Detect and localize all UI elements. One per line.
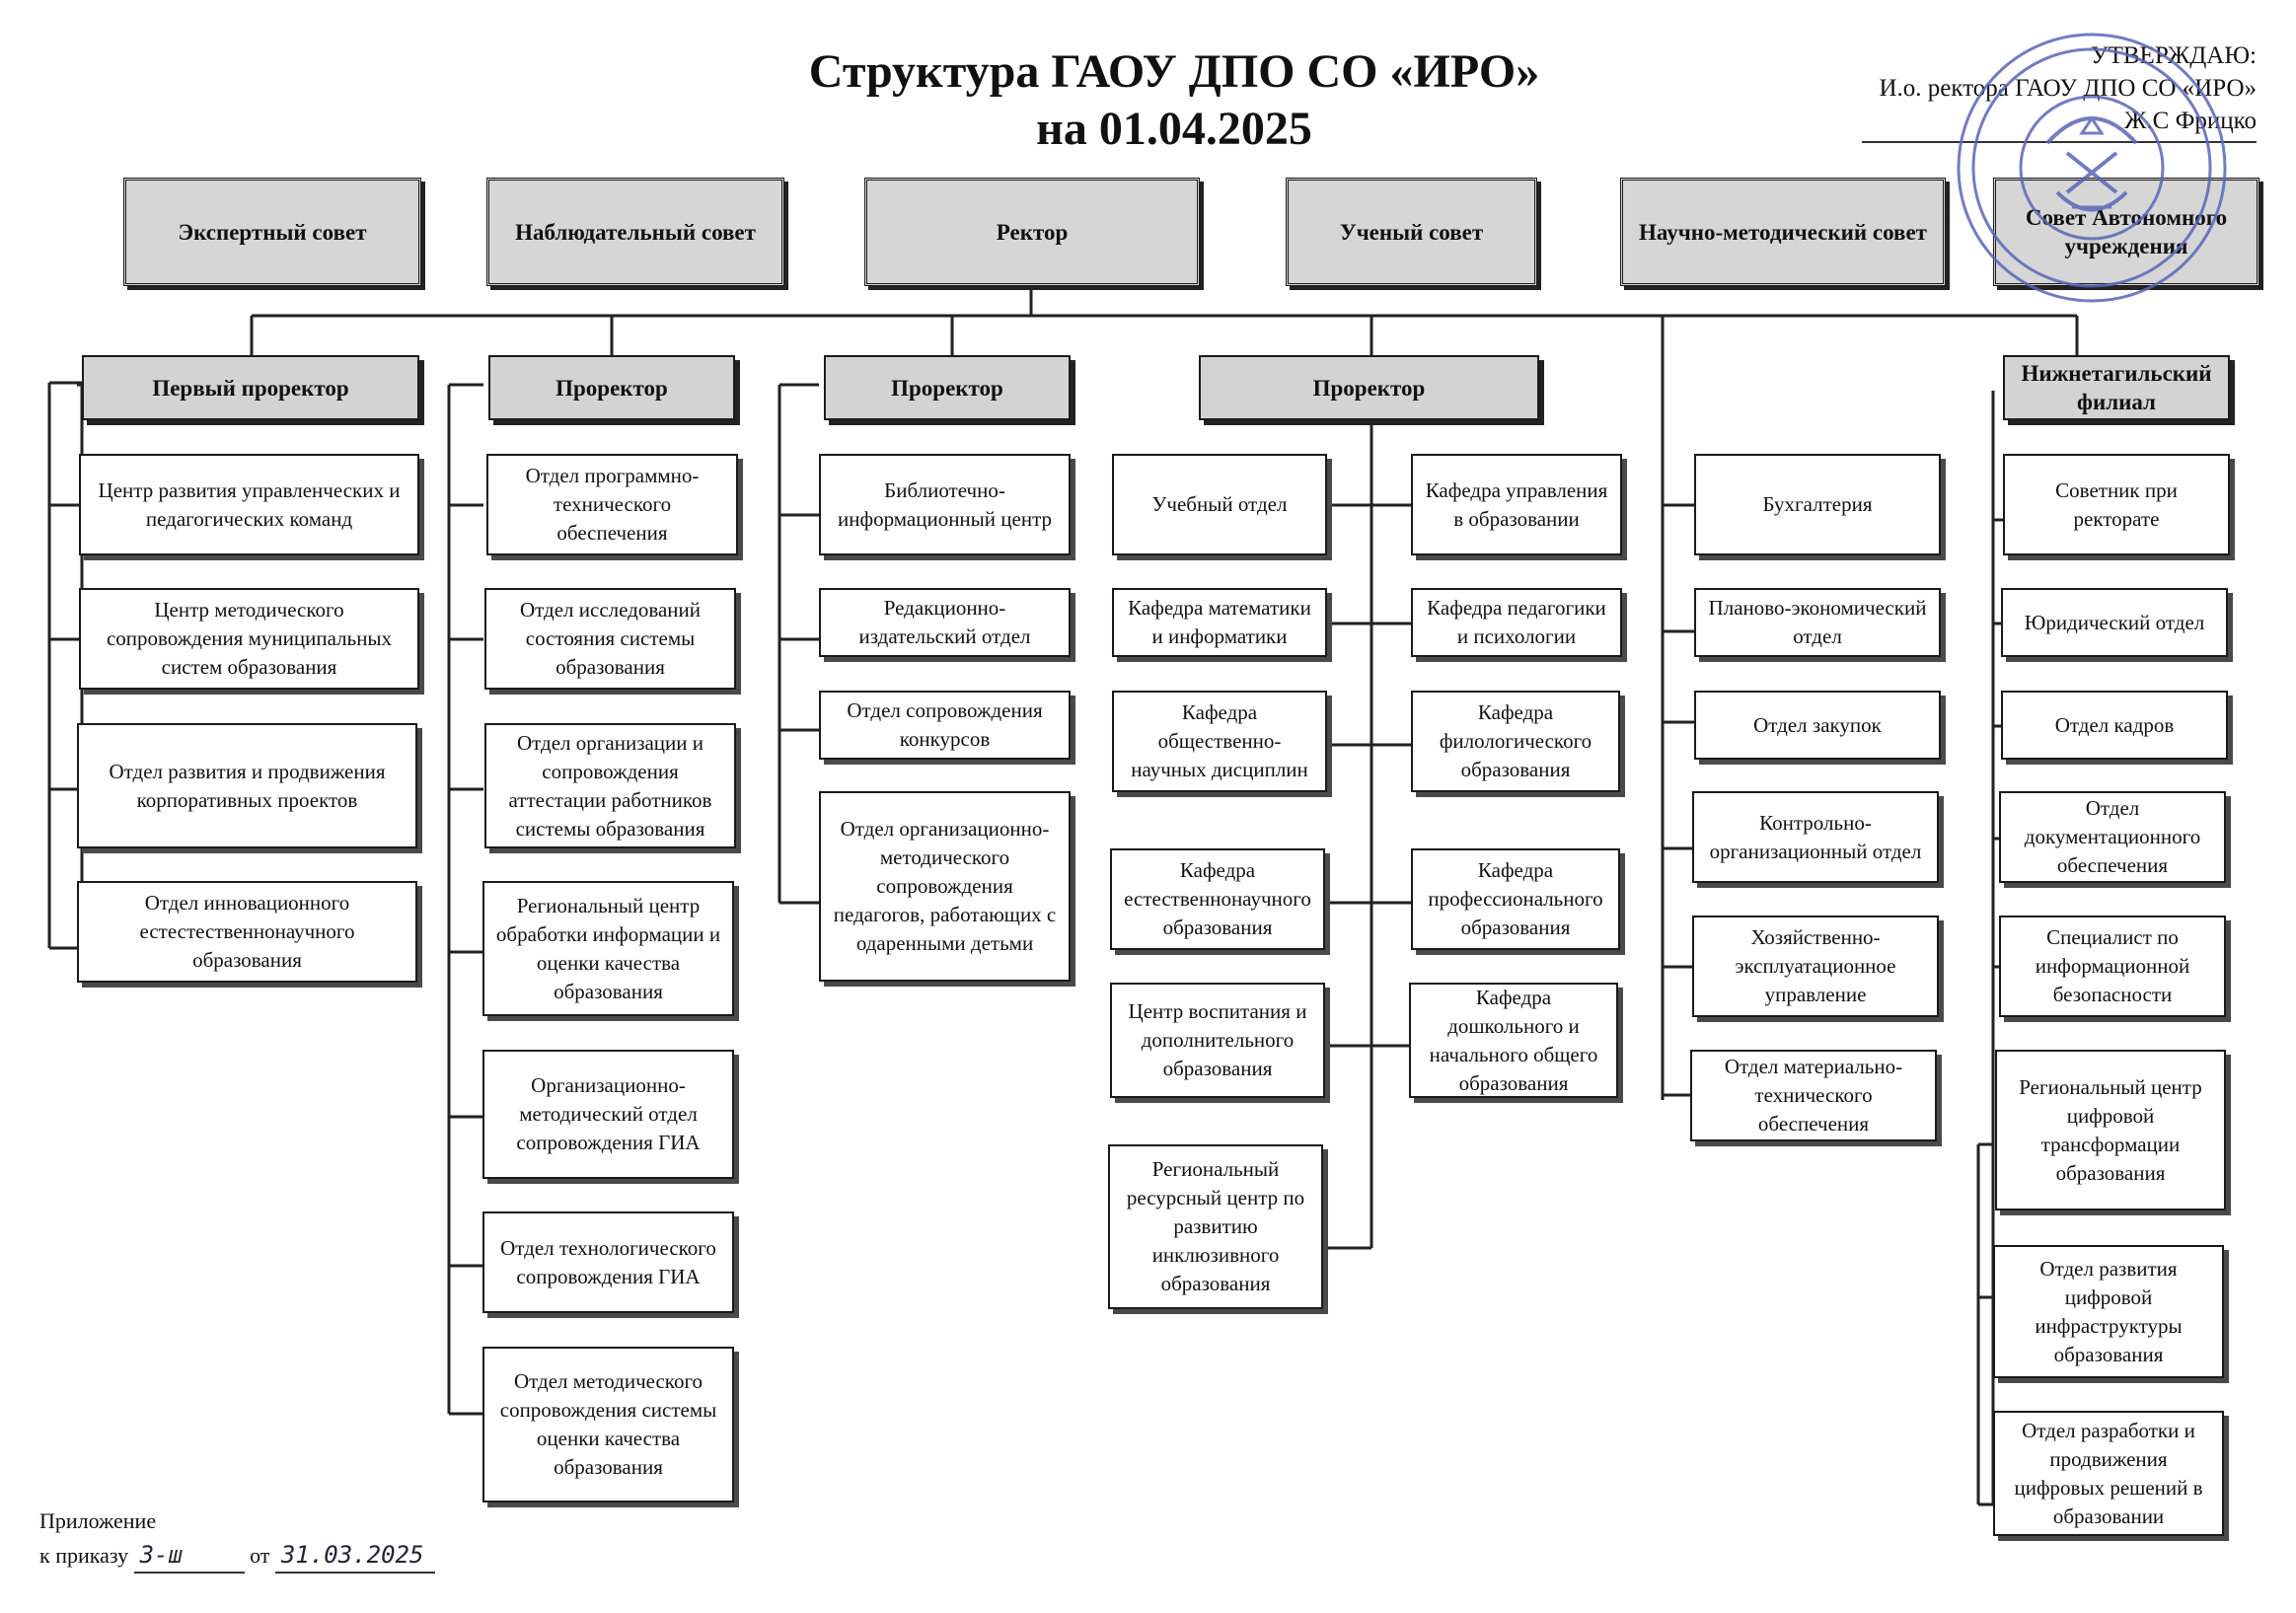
branch-head: Нижнетагильский филиал	[2003, 355, 2230, 420]
p3-left-unit-5: Центр воспитания и дополнительного образ…	[1110, 983, 1325, 1098]
p3-left-unit-1: Учебный отдел	[1112, 454, 1327, 555]
p3-left-unit-6: Региональный ресурсный центр по развитию…	[1108, 1144, 1323, 1309]
chart-title: Структура ГАОУ ДПО СО «ИРО» на 01.04.202…	[631, 43, 1717, 158]
appendix-label: Приложение	[39, 1508, 157, 1533]
branch-unit-4: Отдел документационного обеспечения	[1999, 791, 2226, 883]
p3-right-unit-2: Кафедра педагогики и психологии	[1411, 588, 1622, 657]
p2-unit-4: Отдел организационно-методического сопро…	[819, 791, 1071, 982]
first-prorector-head: Первый проректор	[82, 355, 419, 420]
academic-council: Ученый совет	[1286, 178, 1537, 286]
p1-unit-6: Отдел технологического сопровождения ГИА	[482, 1211, 734, 1313]
direct-unit-5: Хозяйственно-эксплуатационное управление	[1692, 916, 1939, 1017]
autonomous-institution-council: Совет Автономного учреждения	[1993, 178, 2259, 286]
p3-right-unit-1: Кафедра управления в образовании	[1411, 454, 1622, 555]
approval-block: УТВЕРЖДАЮ: И.о. ректора ГАОУ ДПО СО «ИРО…	[1862, 39, 2257, 143]
p3-left-unit-3: Кафедра общественно-научных дисциплин	[1112, 691, 1327, 792]
p3-right-unit-4: Кафедра профессионального образования	[1411, 848, 1620, 950]
title-line-2: на 01.04.2025	[1036, 103, 1312, 155]
expert-council: Экспертный совет	[123, 178, 421, 286]
branch-unit-2: Юридический отдел	[2001, 588, 2228, 657]
p3-right-unit-5: Кафедра дошкольного и начального общего …	[1409, 983, 1618, 1098]
order-label: к приказу	[39, 1543, 129, 1568]
order-number: 3-ш	[133, 1538, 245, 1574]
direct-unit-3: Отдел закупок	[1694, 691, 1941, 760]
branch-unit-8: Отдел разработки и продвижения цифровых …	[1993, 1411, 2224, 1536]
p1-unit-3: Отдел организации и сопровождения аттест…	[484, 723, 736, 848]
branch-unit-1: Советник при ректорате	[2003, 454, 2230, 555]
fp-unit-2: Центр методического сопровождения муници…	[79, 588, 419, 690]
prorector-head-2: Проректор	[824, 355, 1071, 420]
supervisory-council: Наблюдательный совет	[486, 178, 784, 286]
approval-position: И.о. ректора ГАОУ ДПО СО «ИРО»	[1879, 75, 2257, 102]
p3-left-unit-2: Кафедра математики и информатики	[1112, 588, 1327, 657]
signature-line	[1862, 141, 2257, 143]
approval-heading: УТВЕРЖДАЮ:	[2090, 42, 2257, 69]
branch-unit-3: Отдел кадров	[2001, 691, 2228, 760]
direct-unit-1: Бухгалтерия	[1694, 454, 1941, 555]
prorector-head-3: Проректор	[1199, 355, 1539, 420]
direct-unit-2: Планово-экономический отдел	[1694, 588, 1941, 657]
p1-unit-4: Региональный центр обработки информации …	[482, 881, 734, 1016]
order-from-label: от	[250, 1543, 270, 1568]
direct-unit-4: Контрольно-организационный отдел	[1692, 791, 1939, 883]
order-date: 31.03.2025	[274, 1538, 435, 1574]
p1-unit-5: Организационно-методический отдел сопров…	[482, 1050, 734, 1179]
prorector-head-1: Проректор	[488, 355, 735, 420]
branch-unit-5: Специалист по информационной безопасност…	[1999, 916, 2226, 1017]
p3-right-unit-3: Кафедра филологического образования	[1411, 691, 1620, 792]
scientific-methodological-council: Научно-методический совет	[1620, 178, 1946, 286]
p1-unit-7: Отдел методического сопровождения систем…	[482, 1347, 734, 1503]
direct-unit-6: Отдел материально-технического обеспечен…	[1690, 1050, 1937, 1141]
branch-unit-6: Региональный центр цифровой трансформаци…	[1995, 1050, 2226, 1210]
fp-unit-4: Отдел инновационного естестественнонаучн…	[77, 881, 417, 983]
p2-unit-1: Библиотечно-информационный центр	[819, 454, 1071, 555]
p2-unit-2: Редакционно-издательский отдел	[819, 588, 1071, 657]
fp-unit-1: Центр развития управленческих и педагоги…	[79, 454, 419, 555]
p2-unit-3: Отдел сопровождения конкурсов	[819, 691, 1071, 760]
appendix-note: Приложение к приказу 3-ш от 31.03.2025	[39, 1504, 435, 1574]
title-line-1: Структура ГАОУ ДПО СО «ИРО»	[808, 45, 1540, 98]
p1-unit-1: Отдел программно-технического обеспечени…	[486, 454, 738, 555]
fp-unit-3: Отдел развития и продвижения корпоративн…	[77, 723, 417, 848]
p3-left-unit-4: Кафедра естественнонаучного образования	[1110, 848, 1325, 950]
rector-box: Ректор	[864, 178, 1200, 286]
p1-unit-2: Отдел исследований состояния системы обр…	[484, 588, 736, 690]
approval-signatory: Ж.С Фрицко	[2124, 108, 2257, 134]
branch-unit-7: Отдел развития цифровой инфраструктуры о…	[1993, 1245, 2224, 1378]
